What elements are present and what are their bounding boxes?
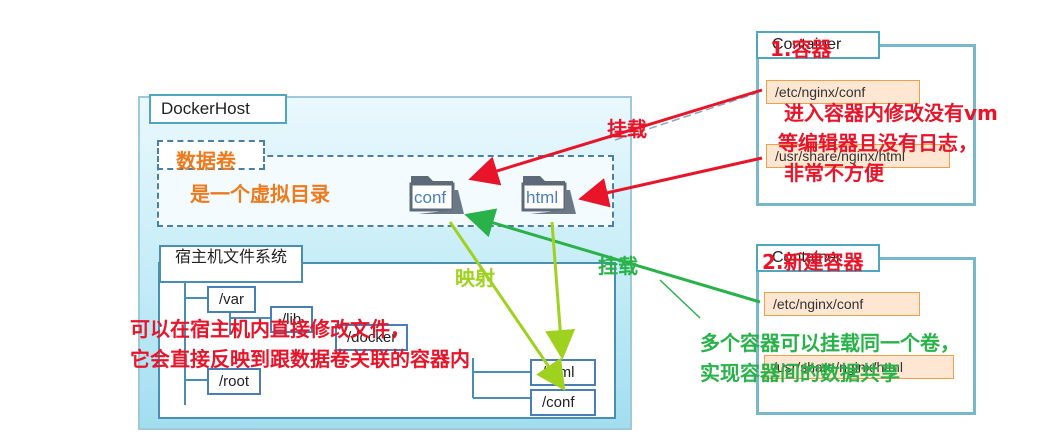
dir-root: /root xyxy=(207,368,262,395)
container2-path-conf: /etc/nginx/conf xyxy=(764,292,920,316)
host-filesystem-label: 宿主机文件系统 xyxy=(159,245,303,283)
arrow-mount-html xyxy=(578,156,763,208)
container1-overlay: 1.容器 xyxy=(770,37,832,61)
arrow-mount-container2 xyxy=(464,208,761,304)
dir-lib: /lib xyxy=(270,306,314,333)
arrow-mount-conf xyxy=(468,88,763,186)
volume-label: 数据卷 xyxy=(176,149,236,173)
container1-note: 进入容器内修改没有vm 等编辑器且没有日志， 非常不方便 xyxy=(778,98,998,188)
container2-label: Container xyxy=(756,244,880,272)
volume-label-box xyxy=(157,140,265,170)
host-edit-note: 可以在宿主机内直接修改文件， 它会直接反映到跟数据卷关联的容器内 xyxy=(130,314,470,374)
dir-docker: /docker xyxy=(335,324,409,351)
container2-overlay: 2.新建容器 xyxy=(762,250,864,274)
dashed-link xyxy=(614,91,761,141)
mount-label-red: 挂载 xyxy=(607,117,647,141)
folder-conf-label: conf xyxy=(414,188,447,207)
container1-path-conf: /etc/nginx/conf xyxy=(766,80,920,104)
folder-html-label: html xyxy=(526,188,559,207)
folder-icon-html: html xyxy=(520,170,578,218)
mount-label-green: 挂载 xyxy=(598,254,638,278)
container2-note: 多个容器可以挂载同一个卷， 实现容器间的数据共享 xyxy=(700,328,960,388)
arrow-map-html xyxy=(545,221,576,360)
callout-line xyxy=(659,279,701,319)
folder-icon-conf: conf xyxy=(408,170,466,218)
container2-path-html: /usr/share/nginx/html xyxy=(764,355,954,379)
container1-path-html: /usr/share/nginx/html xyxy=(766,144,950,168)
volume-description: 是一个虚拟目录 xyxy=(190,182,330,206)
container1-note-line1: 进入容器内修改没有vm xyxy=(784,101,998,125)
docker-host-label: DockerHost xyxy=(149,94,287,124)
container2-note-line1: 多个容器可以挂载同一个卷， xyxy=(700,331,960,355)
mapping-label: 映射 xyxy=(455,266,495,290)
container1-note-line3: 非常不方便 xyxy=(784,161,884,185)
arrow-map-conf xyxy=(448,221,566,391)
container1-label: Container xyxy=(756,31,880,59)
host-edit-note-line1: 可以在宿主机内直接修改文件， xyxy=(130,317,410,341)
dir-var: /var xyxy=(207,286,257,313)
host-edit-note-line2: 它会直接反映到跟数据卷关联的容器内 xyxy=(130,347,470,371)
container1-note-line2: 等编辑器且没有日志， xyxy=(778,131,978,155)
container2-note-line2: 实现容器间的数据共享 xyxy=(700,361,900,385)
dir-conf: /conf xyxy=(530,389,596,416)
